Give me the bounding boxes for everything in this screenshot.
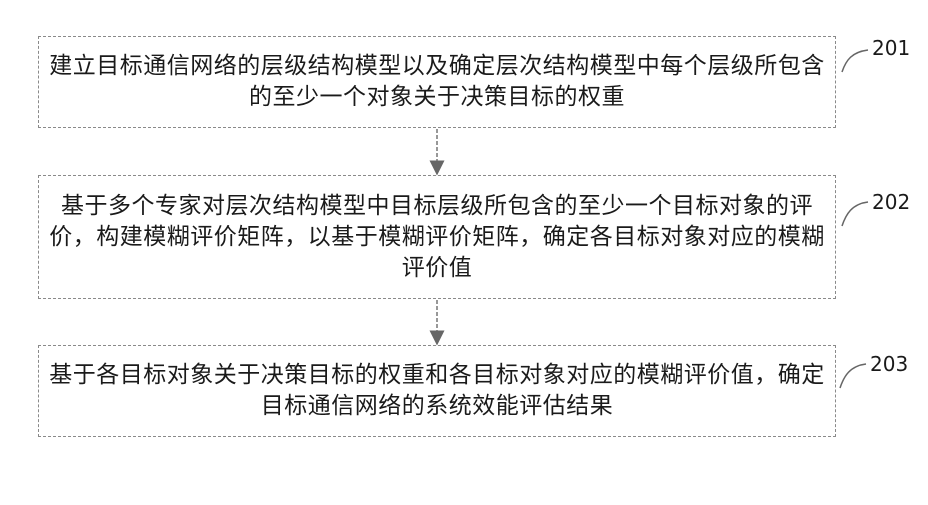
- step-text-202: 基于多个专家对层次结构模型中目标层级所包含的至少一个目标对象的评价，构建模糊评价…: [39, 191, 835, 284]
- leader-line-201: [842, 50, 868, 72]
- step-text-201: 建立目标通信网络的层级结构模型以及确定层次结构模型中每个层级所包含的至少一个对象…: [39, 51, 835, 113]
- leader-line-202: [842, 202, 868, 226]
- reference-label-201: 201: [872, 36, 910, 60]
- step-box-202: 基于多个专家对层次结构模型中目标层级所包含的至少一个目标对象的评价，构建模糊评价…: [38, 175, 836, 299]
- reference-label-202: 202: [872, 190, 910, 214]
- leader-line-203: [840, 364, 866, 388]
- step-text-203: 基于各目标对象关于决策目标的权重和各目标对象对应的模糊评价值，确定目标通信网络的…: [39, 360, 835, 422]
- step-box-203: 基于各目标对象关于决策目标的权重和各目标对象对应的模糊评价值，确定目标通信网络的…: [38, 345, 836, 437]
- reference-label-203: 203: [870, 352, 908, 376]
- step-box-201: 建立目标通信网络的层级结构模型以及确定层次结构模型中每个层级所包含的至少一个对象…: [38, 36, 836, 128]
